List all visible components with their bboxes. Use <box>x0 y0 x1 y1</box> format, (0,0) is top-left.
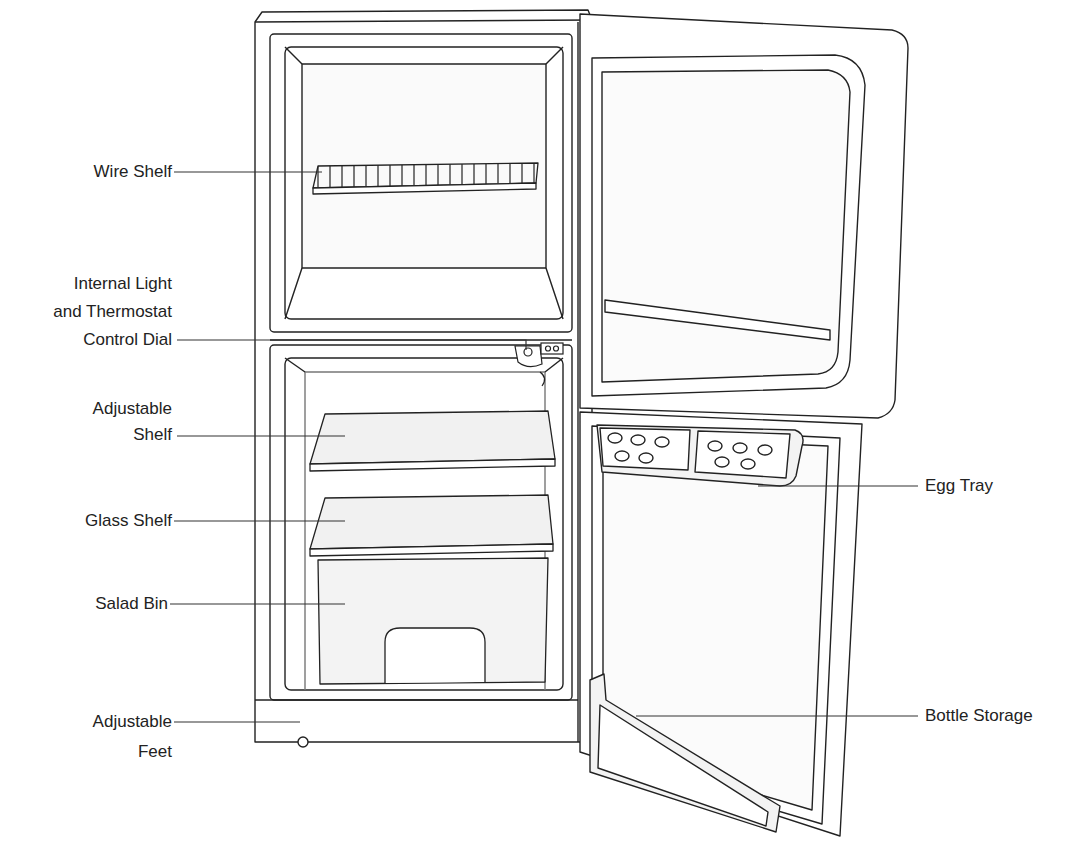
egg-cup <box>715 457 729 467</box>
freezer-cavity <box>285 47 563 319</box>
fridge-corner <box>545 358 563 372</box>
freezer-corner <box>285 268 302 319</box>
fridge-body <box>255 10 592 747</box>
indicator-light <box>554 346 559 351</box>
egg-cup <box>631 435 645 445</box>
door-outline <box>580 14 908 418</box>
bottle-storage <box>590 674 780 832</box>
light-cover <box>515 346 542 367</box>
fridge-door <box>580 412 862 836</box>
glass-shelf <box>310 495 553 549</box>
door-liner <box>592 55 865 396</box>
egg-cup <box>708 441 722 451</box>
egg-cup <box>615 451 629 461</box>
freezer-corner <box>285 47 302 64</box>
fridge-cavity <box>285 358 563 690</box>
leader-lines <box>170 172 918 722</box>
glass-shelf-edge <box>310 544 553 556</box>
part-label: Salad Bin <box>0 592 168 616</box>
dial-detail <box>540 372 545 386</box>
egg-tray-bin <box>695 431 790 478</box>
part-label: Internal Light and Thermostat Control Di… <box>46 270 172 354</box>
fridge-corner <box>285 358 305 372</box>
egg-cup <box>758 445 772 455</box>
freezer-corner <box>546 47 563 64</box>
part-label: Adjustable Feet <box>77 707 172 767</box>
part-label: Wire Shelf <box>0 160 172 184</box>
salad-bin <box>318 558 548 684</box>
egg-cup <box>608 433 622 443</box>
leader-line <box>177 340 526 350</box>
leader-line <box>174 520 345 521</box>
leader-line <box>758 485 918 486</box>
salad-bin-handle <box>385 628 485 683</box>
egg-tray-bin <box>600 428 690 470</box>
wire-shelf-edge <box>313 183 536 194</box>
freezer-frame <box>270 34 572 332</box>
fridge-frame <box>270 345 572 700</box>
egg-cup <box>741 459 755 469</box>
dial-knob <box>524 348 532 356</box>
egg-cup <box>733 443 747 453</box>
indicator-light <box>546 346 551 351</box>
part-label: Adjustable Shelf <box>77 396 172 448</box>
leader-line <box>174 171 322 172</box>
freezer-door <box>580 14 908 418</box>
leader-line <box>636 715 918 716</box>
top-edge <box>255 20 592 22</box>
door-panel <box>602 70 850 382</box>
leader-line <box>177 435 345 436</box>
egg-cup <box>655 437 669 447</box>
thermostat-dial <box>515 343 563 386</box>
part-label: Egg Tray <box>925 474 1075 498</box>
leader-line <box>174 721 300 722</box>
leader-line <box>170 603 345 604</box>
kick-plate <box>255 699 578 700</box>
door-rack <box>605 300 830 340</box>
egg-cup <box>639 453 653 463</box>
part-label: Glass Shelf <box>0 509 172 533</box>
shelves <box>310 163 555 684</box>
cabinet-outline <box>255 10 592 742</box>
freezer-corner <box>546 268 563 319</box>
adjustable-foot <box>298 737 308 747</box>
adjustable-shelf <box>310 411 555 464</box>
egg-tray <box>597 425 803 486</box>
adjustable-shelf-edge <box>310 459 555 471</box>
bottle-storage-front <box>598 705 768 826</box>
part-label: Bottle Storage <box>925 704 1075 728</box>
hinge-edge <box>577 22 578 742</box>
door-outline <box>580 412 862 836</box>
freezer-back <box>302 64 546 268</box>
indicator-plate <box>541 343 563 354</box>
